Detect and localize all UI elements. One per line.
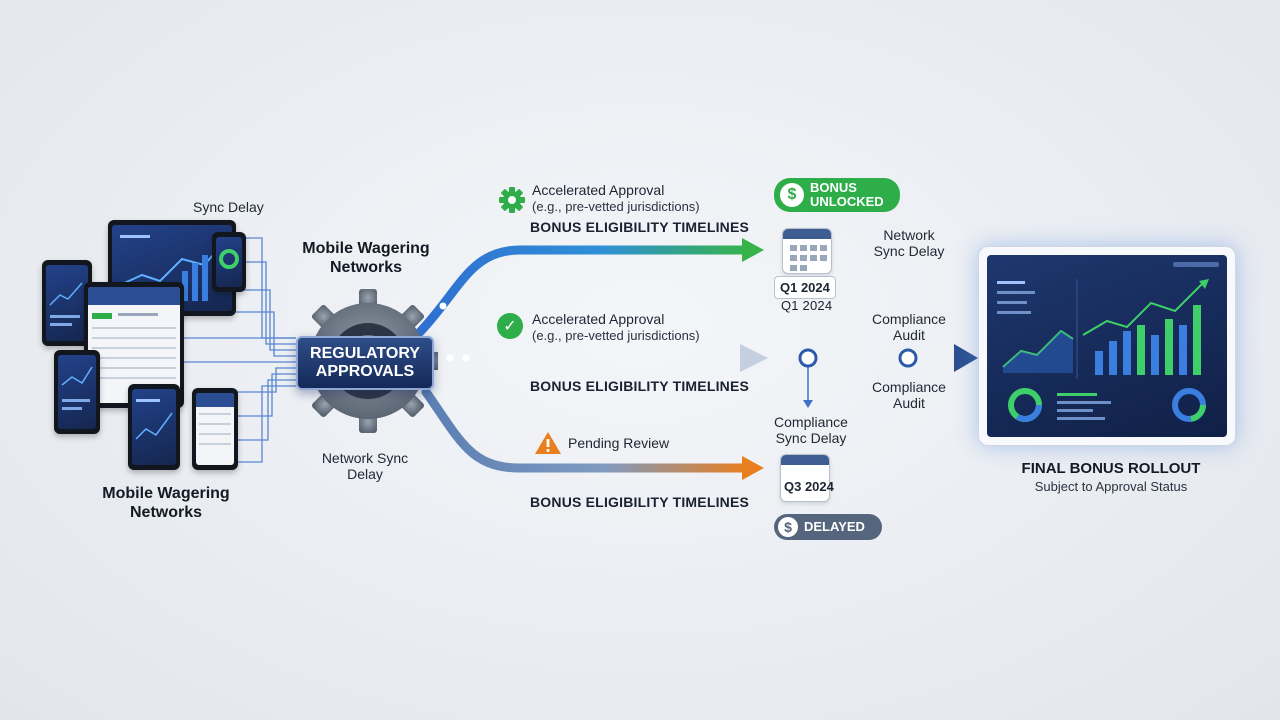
approval-sub-top: (e.g., pre-vetted jurisdictions) xyxy=(532,199,700,214)
date-chip-bottom: Q3 2024 xyxy=(784,479,834,494)
arrow-pending-bottom xyxy=(421,387,753,473)
hub-title-line2: APPROVALS xyxy=(315,363,415,380)
approval-sub-middle: (e.g., pre-vetted jurisdictions) xyxy=(532,328,700,343)
dollar-coin-icon: $ xyxy=(780,183,804,207)
date-chip-top: Q1 2024 xyxy=(774,276,836,299)
date-below-top: Q1 2024 xyxy=(781,298,833,313)
checkpoint-node-1 xyxy=(798,348,818,368)
network-sync-delay-label: Network Sync Delay xyxy=(321,450,409,483)
check-circle-icon: ✓ xyxy=(497,313,523,339)
approval-title-top: Accelerated Approval xyxy=(532,182,665,198)
chart-thumbnail xyxy=(119,235,225,301)
bonus-unlocked-badge: $ BONUS UNLOCKED xyxy=(774,178,900,212)
calendar-icon xyxy=(780,454,830,502)
final-rollout-title: FINAL BONUS ROLLOUT xyxy=(1021,460,1201,477)
regulatory-approvals-box: REGULATORY APPROVALS xyxy=(296,336,434,390)
timeline-label-middle: BONUS ELIGIBILITY TIMELINES xyxy=(530,378,750,394)
sync-delay-label: Sync Delay xyxy=(193,199,264,215)
phone-device xyxy=(54,350,100,434)
compliance-sync-delay-label: Compliance Sync Delay xyxy=(774,414,848,447)
compliance-audit-bottom: Compliance Audit xyxy=(872,379,946,412)
phone-device xyxy=(192,388,238,470)
final-dashboard-monitor xyxy=(978,246,1236,446)
timeline-label-bottom: BONUS ELIGIBILITY TIMELINES xyxy=(530,494,750,510)
delayed-badge-label: DELAYED xyxy=(804,519,865,535)
gear-small-icon xyxy=(499,187,525,213)
networks-label-top: Mobile Wagering Networks xyxy=(302,240,430,277)
arrow-accelerated-top xyxy=(415,245,753,337)
checkpoint-node-2 xyxy=(898,348,918,368)
dashboard-charts xyxy=(997,262,1219,422)
approval-title-middle: Accelerated Approval xyxy=(532,311,665,327)
badge-line1: BONUS xyxy=(810,180,857,196)
timeline-label-top: BONUS ELIGIBILITY TIMELINES xyxy=(530,219,750,235)
network-sync-delay-top: Network Sync Delay xyxy=(873,227,945,260)
phone-device xyxy=(212,232,246,292)
calendar-icon xyxy=(782,228,832,274)
badge-line2: UNLOCKED xyxy=(810,194,884,209)
networks-label-bottom: Mobile Wagering Networks xyxy=(102,485,230,522)
final-rollout-subtitle: Subject to Approval Status xyxy=(1034,479,1188,494)
dollar-coin-icon: $ xyxy=(778,517,798,537)
delayed-badge: $ DELAYED xyxy=(774,514,882,540)
approval-title-bottom: Pending Review xyxy=(568,435,670,451)
hub-title-line1: REGULATORY xyxy=(310,344,420,362)
warning-icon xyxy=(535,432,561,454)
phone-device xyxy=(42,260,92,346)
phone-device xyxy=(128,384,180,470)
table-thumbnail xyxy=(92,313,176,379)
compliance-audit-top: Compliance Audit xyxy=(872,311,946,344)
